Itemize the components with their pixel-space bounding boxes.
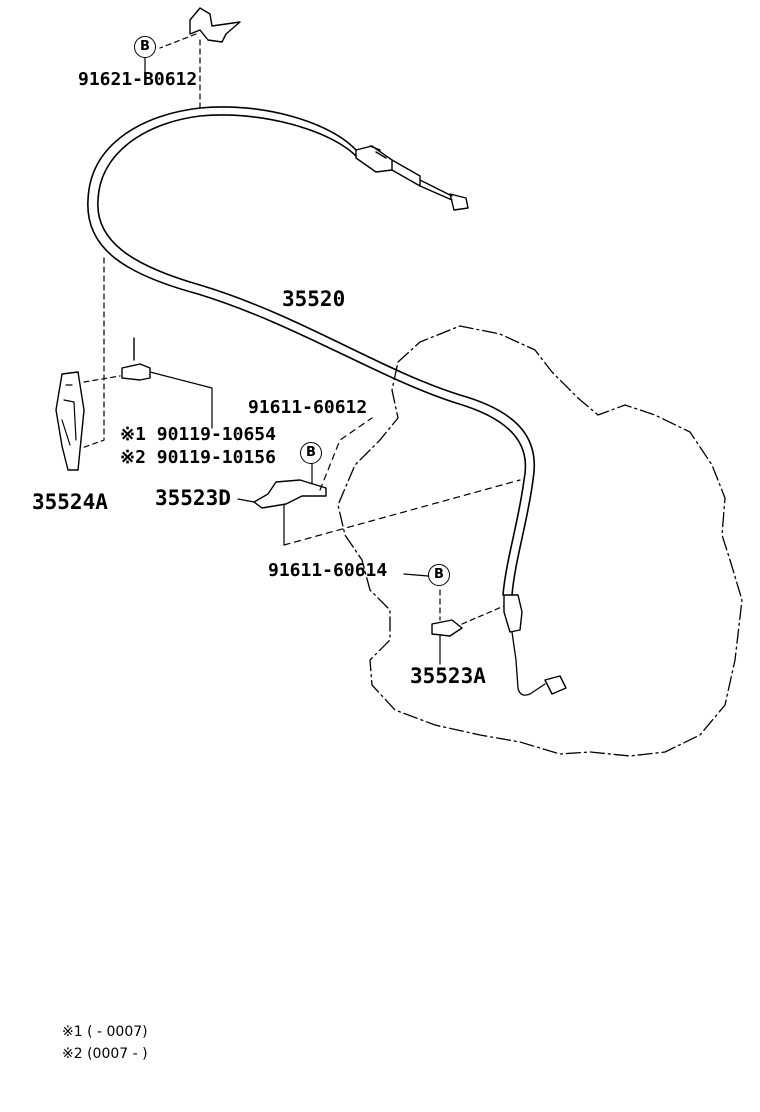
part-label-35523a: 35523A — [410, 664, 486, 688]
top-clamp-leader — [159, 33, 201, 113]
cable-lower-boot — [503, 594, 523, 633]
bolt-60614-leader — [403, 573, 429, 577]
bracket-35523a-dash — [439, 589, 505, 625]
bracket-35523d-leaders — [237, 461, 313, 546]
transmission-housing-outline — [337, 325, 743, 757]
cable-lower-rod — [511, 631, 546, 696]
bolt-90119-leader — [149, 371, 213, 429]
shift-cable-inner — [87, 106, 527, 596]
part-label-91611-60614: 91611-60614 — [268, 560, 388, 581]
part-label-91621-b0612: 91621-B0612 — [78, 69, 198, 90]
part-label-91611-60612: 91611-60612 — [248, 397, 368, 418]
cable-upper-rod — [419, 179, 453, 201]
part-label-35523d: 35523D — [155, 486, 231, 510]
cable-upper-sleeve — [369, 145, 421, 187]
bracket-35523d-shape — [253, 479, 327, 509]
footnote-2: ※2 (0007 - ) — [62, 1046, 148, 1062]
bracket-35523a-shape — [431, 619, 463, 637]
bracket-35524a-inner — [61, 384, 77, 446]
part-label-35520: 35520 — [282, 287, 346, 311]
part-label-90119-10156: ※2 90119-10156 — [120, 447, 276, 468]
callout-badge-lower: B — [428, 564, 450, 586]
part-label-35524a: 35524A — [32, 490, 108, 514]
shift-cable-outer — [97, 114, 535, 596]
bracket-35524a-leader — [81, 257, 121, 449]
bracket-35523d-dash — [283, 417, 521, 546]
footnote-1: ※1 ( - 0007) — [62, 1024, 148, 1040]
cable-lower-eyelet — [544, 675, 567, 695]
bolt-90119-shape — [121, 337, 151, 381]
part-label-90119-10654: ※1 90119-10654 — [120, 424, 276, 445]
cable-upper-fitting — [355, 145, 393, 173]
callout-badge-middle: B — [300, 442, 322, 464]
cable-upper-eyelet — [449, 193, 469, 211]
top-clamp — [189, 7, 241, 43]
bracket-35524a-shape — [55, 371, 85, 471]
callout-badge-top: B — [134, 36, 156, 58]
